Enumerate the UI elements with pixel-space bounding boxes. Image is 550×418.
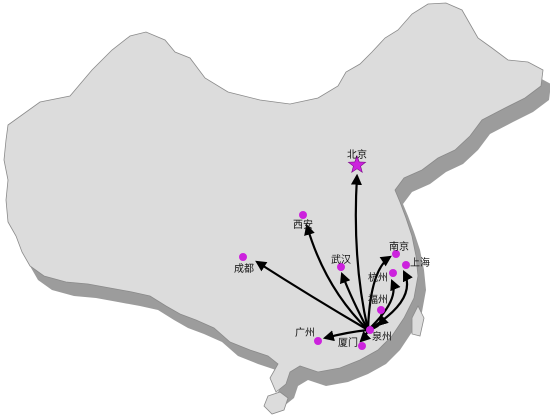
chengdu-marker (239, 253, 247, 261)
city-markers-layer (239, 155, 410, 350)
guangzhou-marker (314, 337, 322, 345)
wuhan-marker (337, 263, 345, 271)
nanjing-marker (392, 250, 400, 258)
route-arrow-4 (366, 255, 392, 331)
hainan-island (263, 391, 289, 415)
beijing-star-marker (347, 155, 367, 173)
shanghai-marker (402, 261, 410, 269)
route-arrow-3 (340, 271, 369, 331)
guangzhou-label: 广州 (295, 327, 315, 339)
route-arrow-2 (255, 260, 369, 331)
xiamen-label: 厦门 (338, 336, 358, 349)
route-arrow-0 (350, 173, 370, 331)
chengdu-label: 成都 (234, 263, 254, 275)
shanghai-label: 上海 (410, 256, 430, 269)
quanzhou-label: 泉州 (372, 330, 392, 343)
route-arrow-8 (322, 328, 369, 342)
fuzhou-marker (377, 306, 385, 314)
hangzhou-label: 杭州 (368, 271, 388, 284)
nanjing-label: 南京 (389, 240, 409, 253)
fuzhou-label: 福州 (368, 293, 388, 306)
route-arrow-1 (304, 223, 369, 331)
xiamen-marker (358, 342, 366, 350)
taiwan-island (411, 305, 425, 337)
beijing-label: 北京 (347, 148, 367, 161)
xian-marker (299, 211, 307, 219)
route-arrow-6 (367, 278, 401, 331)
wuhan-label: 武汉 (331, 253, 351, 266)
xian-label: 西安 (293, 218, 313, 231)
route-arrow-5 (367, 270, 413, 331)
quanzhou-marker (366, 326, 374, 334)
mainland (3, 2, 544, 393)
map-land (3, 2, 544, 415)
hangzhou-marker (389, 269, 397, 277)
